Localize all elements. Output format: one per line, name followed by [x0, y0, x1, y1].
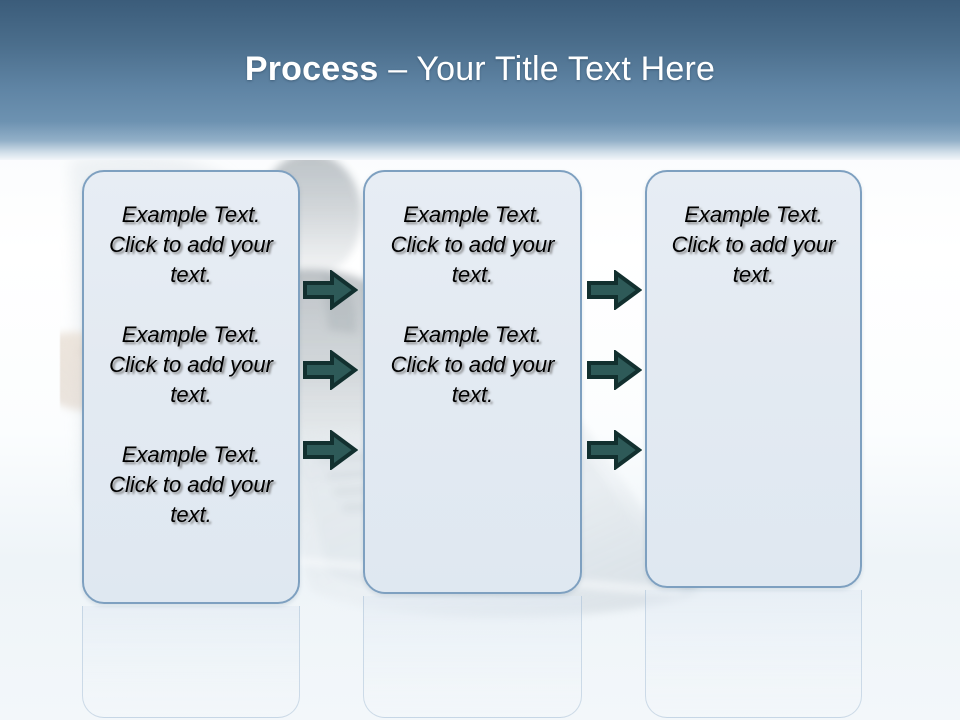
right-arrow-icon-1a[interactable] [302, 270, 358, 310]
process-box-3-paragraph-1[interactable]: Example Text. Click to add your text. [671, 202, 836, 287]
right-arrow-icon-1c[interactable] [302, 430, 358, 470]
page-title-strong: Process [244, 50, 379, 88]
process-box-2-paragraph-1[interactable]: Example Text. Click to add your text. [390, 202, 555, 287]
process-box-2-paragraph-2[interactable]: Example Text. Click to add your text. [390, 322, 555, 407]
process-box-1-paragraph-3[interactable]: Example Text. Click to add your text. [109, 442, 273, 527]
box-reflection-2 [363, 596, 582, 718]
page-title-rest: – Your Title Text Here [378, 50, 716, 88]
right-arrow-icon-1b[interactable] [302, 350, 358, 390]
process-box-2[interactable]: Example Text. Click to add your text. Ex… [363, 170, 582, 594]
process-box-1-paragraph-1[interactable]: Example Text. Click to add your text. [109, 202, 273, 287]
box-reflection-3 [645, 590, 862, 718]
right-arrow-icon-2b[interactable] [586, 350, 642, 390]
process-box-1[interactable]: Example Text. Click to add your text. Ex… [82, 170, 300, 604]
process-box-1-paragraph-2[interactable]: Example Text. Click to add your text. [109, 322, 273, 407]
right-arrow-icon-2a[interactable] [586, 270, 642, 310]
box-reflection-1 [82, 606, 300, 718]
page-title: Process – Your Title Text Here [0, 48, 960, 90]
title-banner [0, 0, 960, 160]
right-arrow-icon-2c[interactable] [586, 430, 642, 470]
process-box-3[interactable]: Example Text. Click to add your text. [645, 170, 862, 588]
